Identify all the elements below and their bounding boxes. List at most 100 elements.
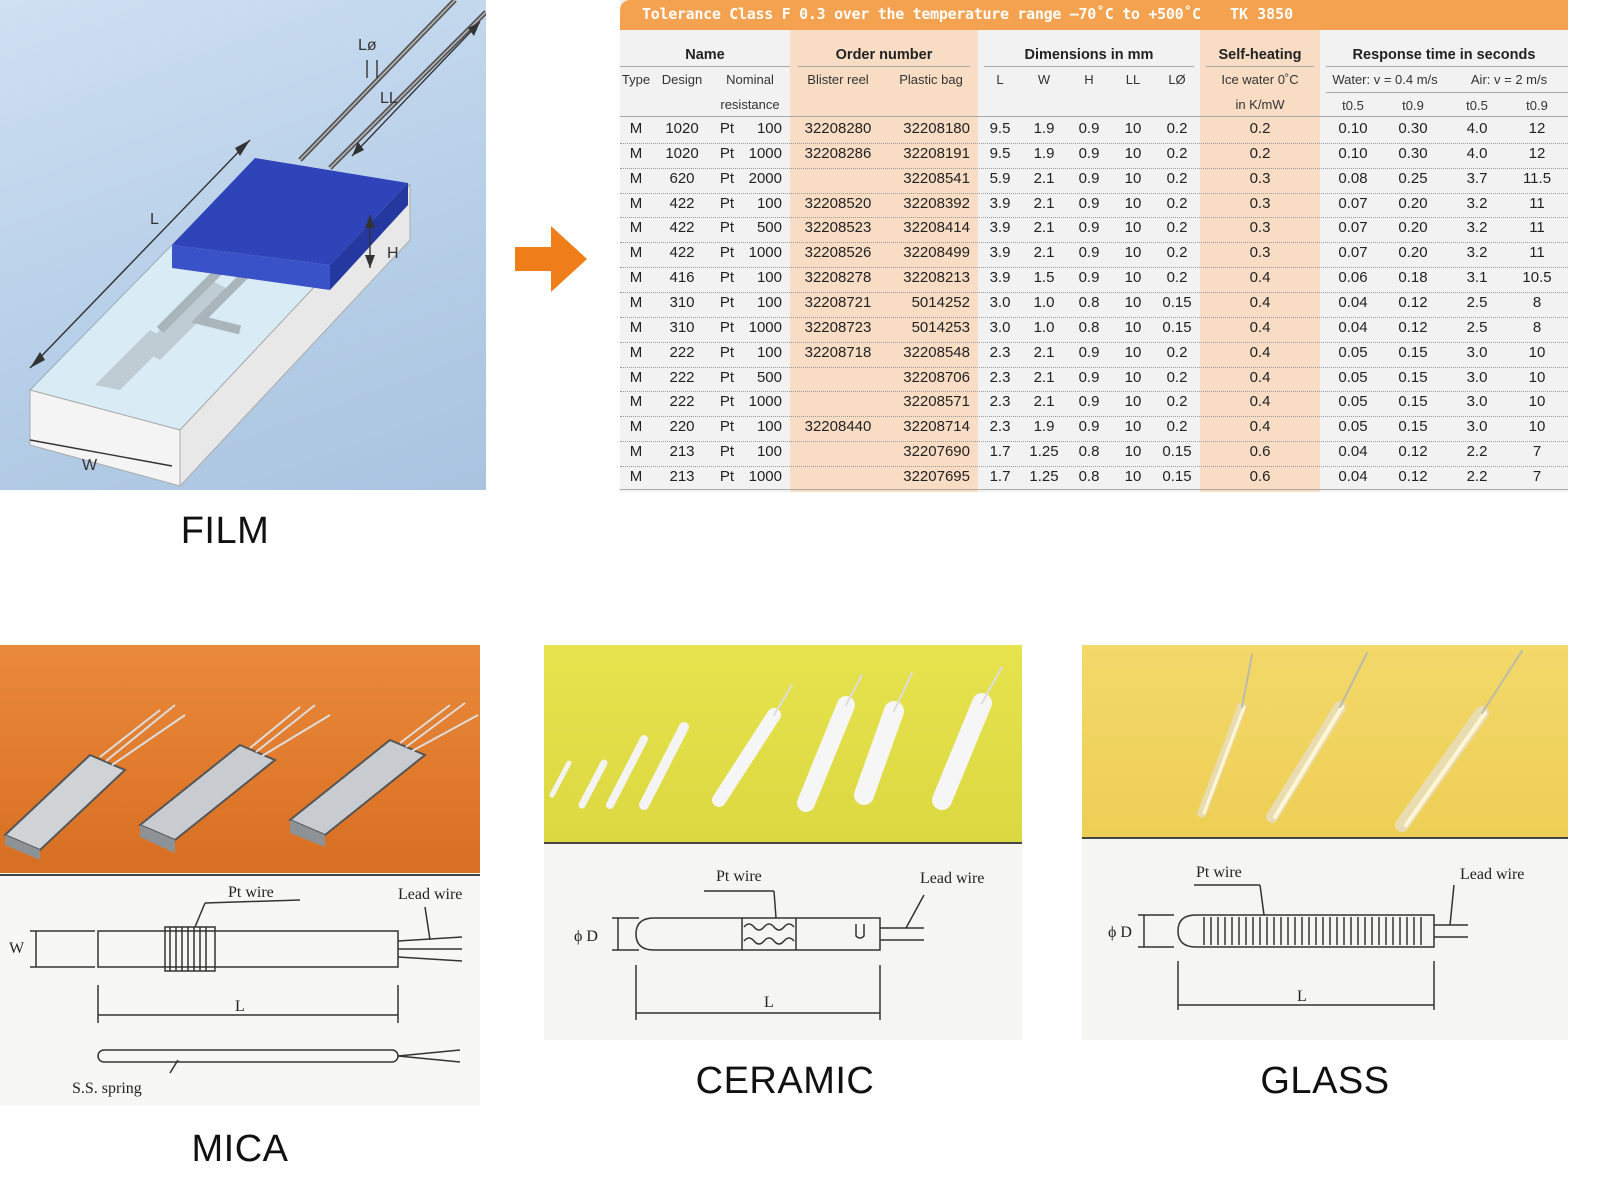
table-cell: 2.1 <box>1033 343 1055 361</box>
table-cell: 32208718 <box>804 343 872 361</box>
table-cell: M <box>629 393 643 411</box>
table-cell: 0.15 <box>1398 368 1428 386</box>
table-cell: 2.1 <box>1033 194 1055 212</box>
table-cell: 32208714 <box>903 418 970 436</box>
table-cell: 3.0 <box>1466 418 1488 436</box>
sub-t05-air: t0.5 <box>1466 98 1488 113</box>
table-cell: 0.9 <box>1078 418 1100 436</box>
sub-t09-air: t0.9 <box>1526 98 1548 113</box>
table-cell: 3.2 <box>1466 194 1488 212</box>
table-cell: 1.25 <box>1029 443 1059 461</box>
table-cell: 0.3 <box>1249 219 1271 237</box>
table-cell: M <box>629 343 643 361</box>
table-cell: 1.0 <box>1033 318 1055 336</box>
table-cell: 100 <box>756 418 782 436</box>
table-cell: 1.7 <box>989 467 1011 485</box>
group-self-heating: Self-heating <box>1218 47 1302 63</box>
table-cell: 32208286 <box>804 144 872 162</box>
table-cell: 0.15 <box>1398 418 1428 436</box>
table-cell: 1000 <box>748 393 782 411</box>
table-cell: Pt <box>719 244 735 262</box>
sub-blister: Blister reel <box>807 72 869 87</box>
table-cell: 3.2 <box>1466 219 1488 237</box>
sub-w: W <box>1037 72 1051 87</box>
row-divider <box>620 291 1568 293</box>
table-cell: 0.2 <box>1166 120 1188 137</box>
table-cell: 10 <box>1124 244 1142 262</box>
table-cell: 5.9 <box>989 169 1011 187</box>
table-cell: 3.9 <box>989 244 1011 262</box>
table-cell: M <box>629 467 643 485</box>
ceramic-panel: Pt wire Lead wire ϕ D L <box>544 645 1022 1040</box>
table-cell: 1000 <box>748 244 782 262</box>
table-cell: 2.1 <box>1033 368 1055 386</box>
table-cell: 10 <box>1528 393 1546 411</box>
glass-d-label: ϕ D <box>1108 924 1132 941</box>
table-cell: 500 <box>756 219 782 237</box>
table-cell: M <box>629 219 643 237</box>
row-divider <box>620 341 1568 343</box>
table-cell: 32207690 <box>903 443 970 461</box>
table-cell: 0.12 <box>1398 293 1428 311</box>
table-cell: 0.15 <box>1162 318 1192 336</box>
table-cell: 32208721 <box>804 293 872 311</box>
table-cell: 0.4 <box>1249 293 1271 311</box>
table-cell: 3.1 <box>1466 269 1488 287</box>
table-cell: 10 <box>1124 219 1142 237</box>
table-cell: 9.5 <box>989 144 1011 162</box>
order-number-highlight <box>790 30 978 492</box>
table-cell: M <box>629 244 643 262</box>
table-cell: 32207695 <box>903 467 970 485</box>
table-cell: 0.2 <box>1249 144 1271 162</box>
table-cell: 3.0 <box>989 293 1011 311</box>
glass-lead-wire-label: Lead wire <box>1460 866 1524 883</box>
sub-air: Air: v = 2 m/s <box>1470 72 1548 87</box>
ceramic-pt-wire-label: Pt wire <box>716 868 762 885</box>
sub-nominal: Nominal <box>726 72 774 87</box>
table-cell: 32208180 <box>903 120 970 137</box>
film-label-l: L <box>150 211 159 228</box>
table-cell: M <box>629 144 643 162</box>
sub-t09-water: t0.9 <box>1402 98 1424 113</box>
table-cell: 10 <box>1528 418 1546 436</box>
table-cell: 2.2 <box>1466 467 1488 485</box>
table-cell: 4.0 <box>1466 144 1488 162</box>
table-cell: 0.07 <box>1338 194 1368 212</box>
table-cell: 3.9 <box>989 219 1011 237</box>
table-cell: 10 <box>1124 467 1142 485</box>
table-cell: 32208571 <box>903 393 970 411</box>
film-illustration: L Lø LL H W <box>0 0 486 490</box>
table-cell: 422 <box>669 244 695 262</box>
sub-l: L <box>996 72 1004 87</box>
table-cell: 11 <box>1529 219 1545 237</box>
table-cell: 11 <box>1529 194 1545 212</box>
table-cell: 2.1 <box>1033 219 1055 237</box>
table-cell: 0.05 <box>1338 343 1368 361</box>
table-cell: 0.12 <box>1398 318 1428 336</box>
table-cell: 222 <box>669 343 695 361</box>
table-cell: 32208723 <box>804 318 872 336</box>
table-cell: 10 <box>1124 443 1142 461</box>
film-label-h: H <box>387 245 399 262</box>
table-cell: 0.05 <box>1338 368 1368 386</box>
table-cell: 0.6 <box>1249 443 1271 461</box>
table-cell: 0.2 <box>1249 120 1271 137</box>
table-cell: 0.20 <box>1398 219 1428 237</box>
table-cell: 222 <box>669 368 695 386</box>
table-cell: 0.4 <box>1249 343 1271 361</box>
table-cell: 32208523 <box>804 219 872 237</box>
sub-kmw: in K/mW <box>1235 97 1285 112</box>
table-cell: 0.15 <box>1162 467 1192 485</box>
table-title: Tolerance Class F 0.3 over the temperatu… <box>642 5 1201 23</box>
table-cell: 0.2 <box>1166 169 1188 187</box>
table-cell: 8 <box>1532 318 1542 336</box>
table-cell: 0.6 <box>1249 467 1271 485</box>
table-cell: 3.9 <box>989 194 1011 212</box>
table-cell: 2.5 <box>1466 293 1488 311</box>
table-tk: TK 3850 <box>1230 5 1294 23</box>
table-cell: 0.25 <box>1398 169 1428 187</box>
table-cell: 32208548 <box>903 343 970 361</box>
table-cell: 32208414 <box>903 219 970 237</box>
mica-spring-label: S.S. spring <box>72 1080 142 1097</box>
table-cell: 10 <box>1124 393 1142 411</box>
